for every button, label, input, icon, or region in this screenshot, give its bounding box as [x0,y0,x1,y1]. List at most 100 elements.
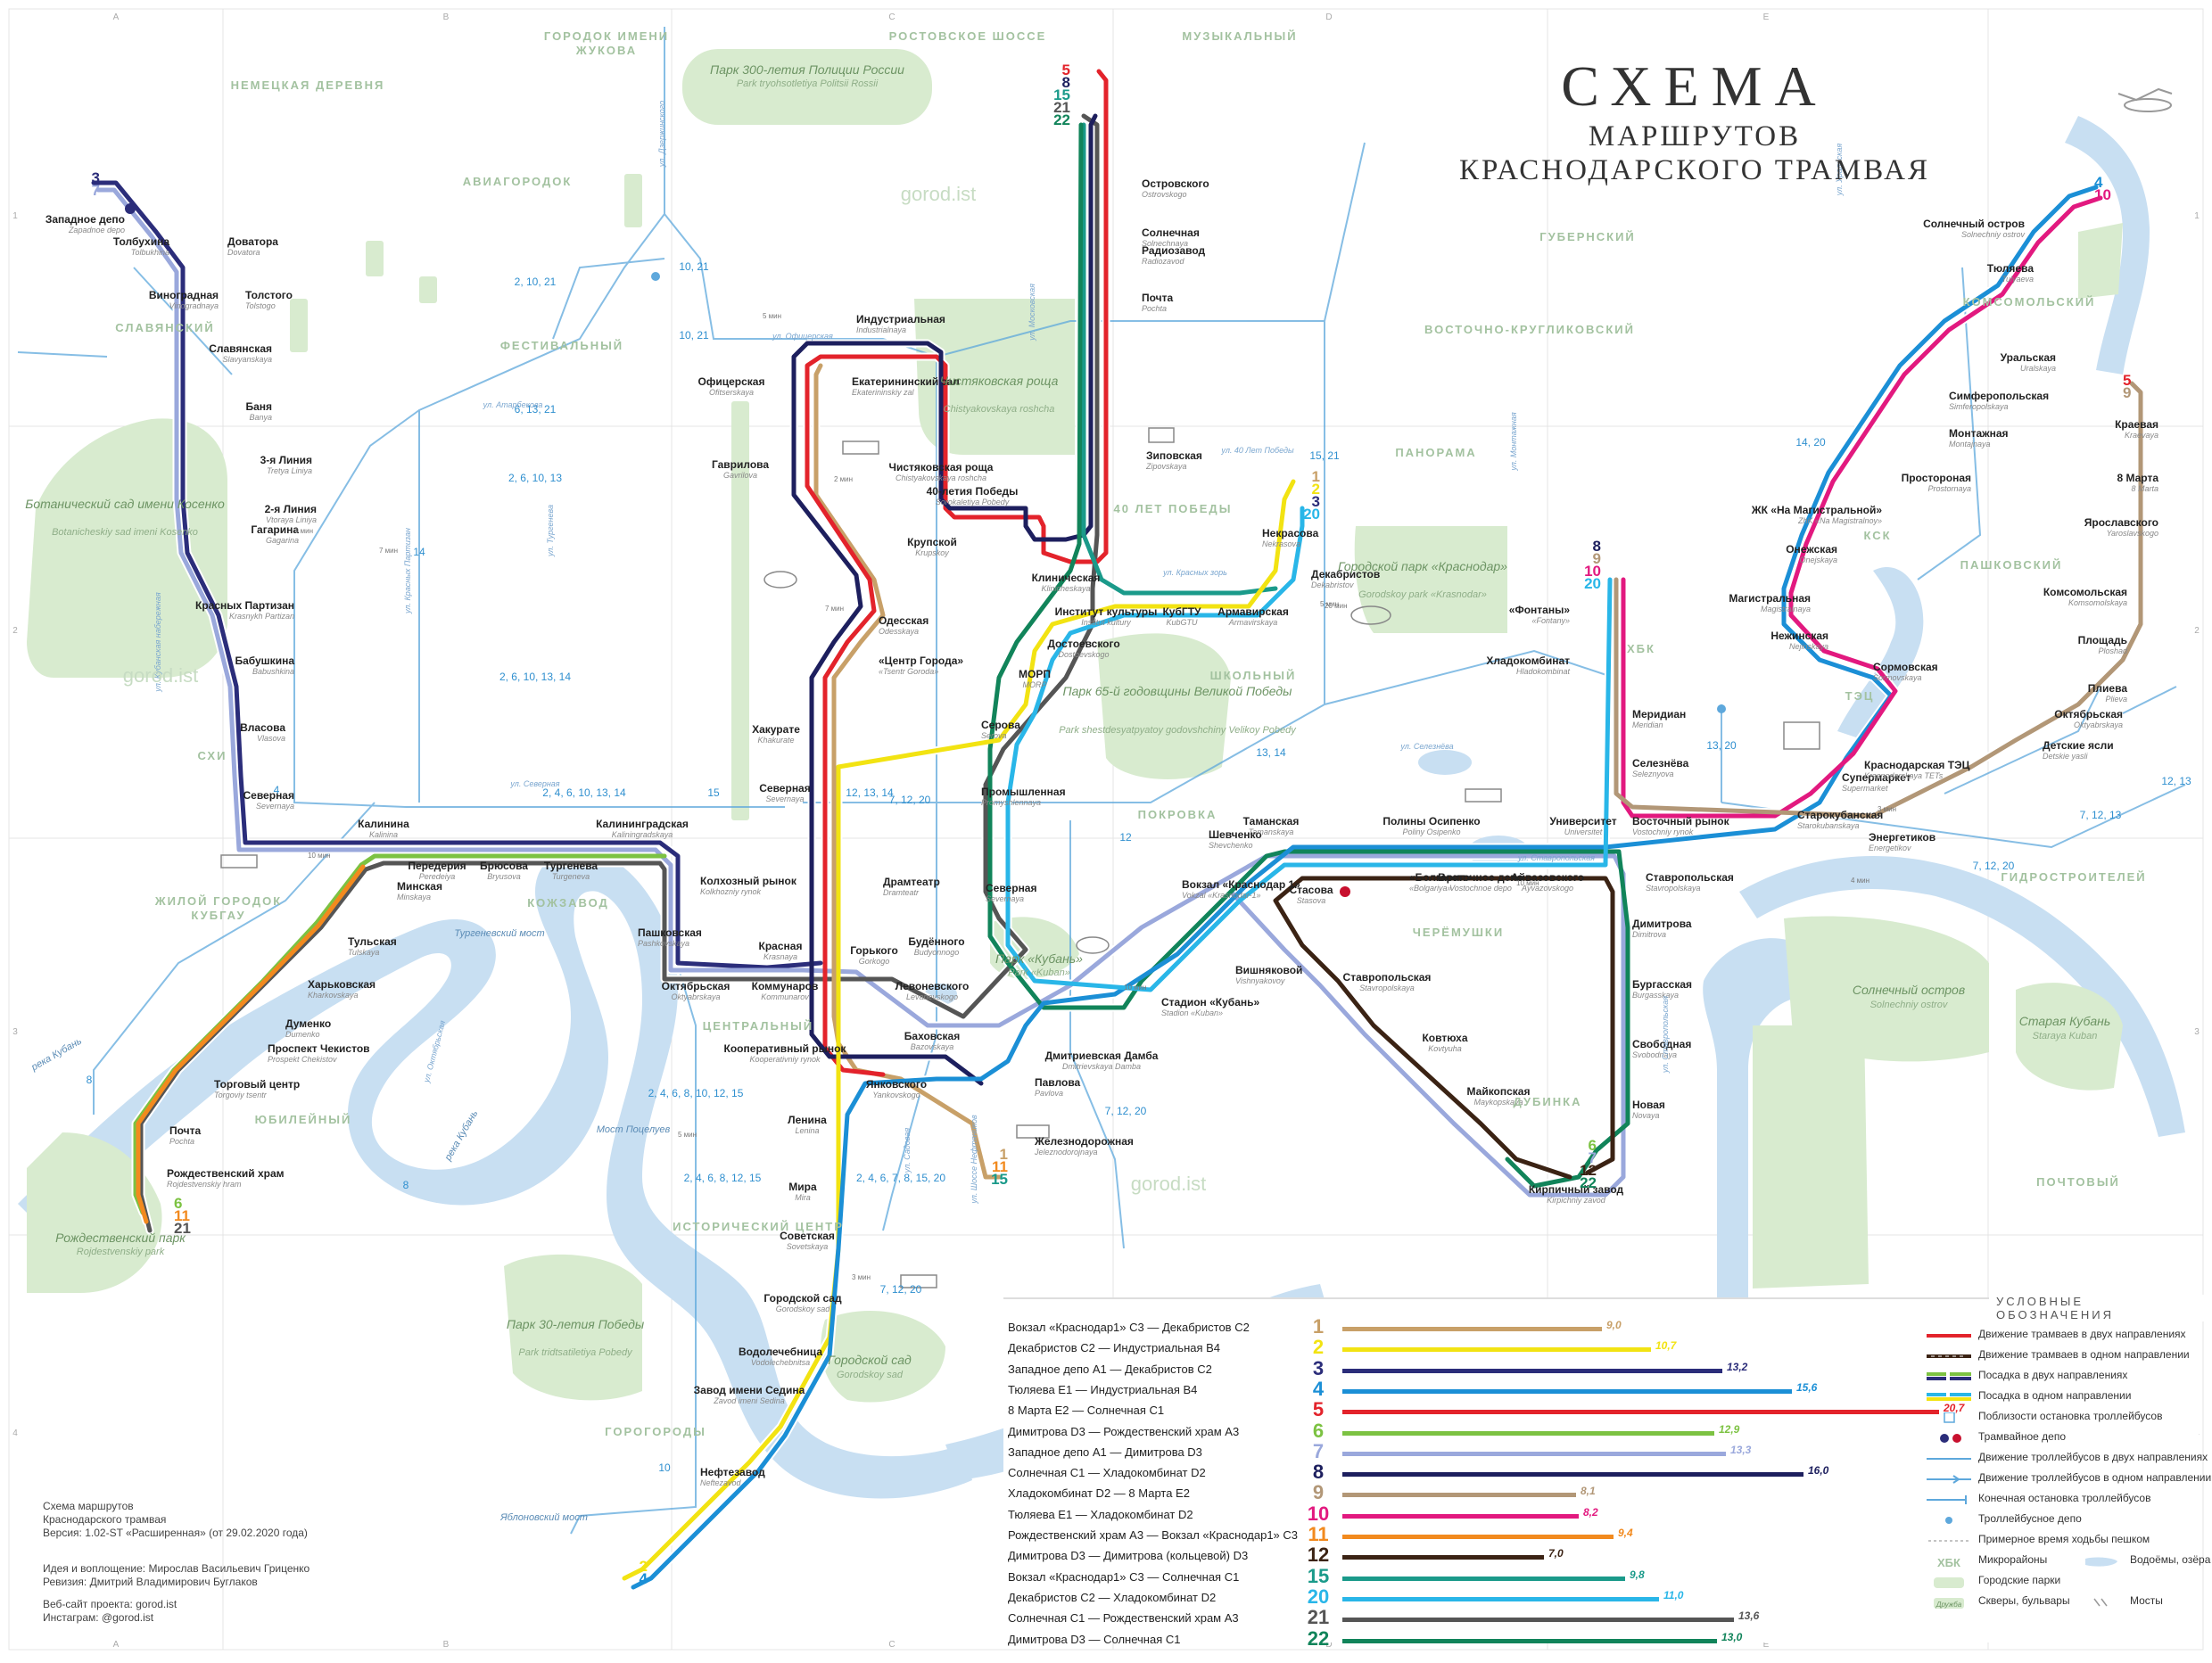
route-badge-12[interactable]: 12 [1580,1162,1597,1179]
meta-website[interactable]: Веб-сайт проекта: gorod.ist [43,1598,177,1610]
route-badge-7[interactable]: 7 [1589,1149,1597,1166]
station[interactable]: «Центр Города»«Tsentr Goroda» [879,654,963,676]
route-badge-11[interactable]: 11 [174,1207,190,1224]
route-badge-5[interactable]: 5 [1062,62,1070,78]
station[interactable]: «Фонтаны»«Fontany» [1509,604,1571,625]
route-badge-4[interactable]: 4 [640,1570,648,1587]
route-badge-20[interactable]: 20 [1303,506,1320,523]
route-badge-9[interactable]: 9 [1593,550,1601,567]
route-legend-row[interactable]: Рождественский храм A3 — Вокзал «Краснод… [1008,1523,1775,1548]
route-badge-3[interactable]: 3 [1312,493,1320,510]
route-badge-4[interactable]: 4 [2094,174,2103,191]
route-badge-3[interactable]: 3 [92,169,100,186]
route-badge-6[interactable]: 6 [1589,1137,1597,1154]
station[interactable]: «Болгария»«Bolgariya» [1409,871,1472,893]
route-badge-7[interactable]: 7 [92,182,100,199]
route-badge-1[interactable]: 1 [1000,1146,1008,1163]
route-badge-10[interactable]: 10 [1584,563,1601,580]
station[interactable]: ЖК «На Магистральной»ZhK «Na Magistralno… [1751,504,1883,525]
route-badge-22[interactable]: 22 [1053,111,1070,128]
route-badge-21[interactable]: 21 [174,1220,191,1237]
route-badge-1[interactable]: 1 [1312,468,1320,485]
route-badge-2[interactable]: 2 [1312,481,1320,498]
route-badge-8[interactable]: 8 [1593,538,1601,555]
